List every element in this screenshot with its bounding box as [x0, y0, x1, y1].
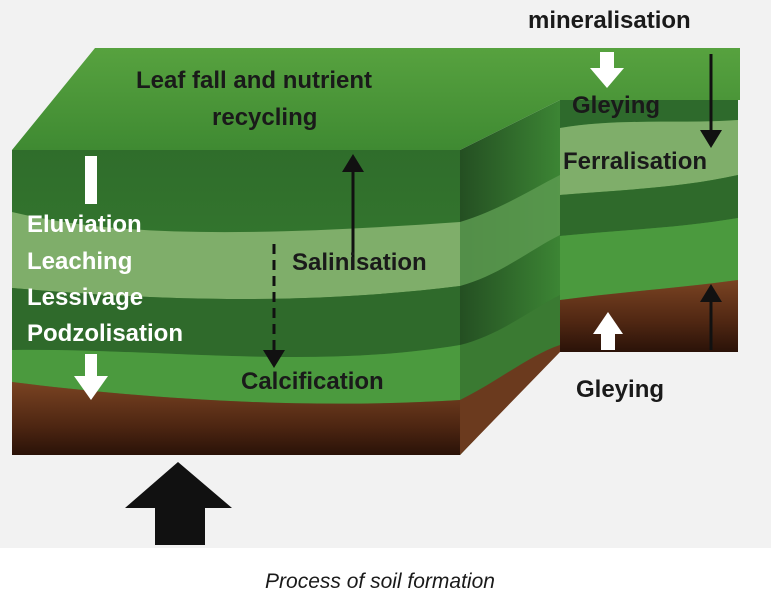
- eluviation-white-arrow: [74, 156, 108, 400]
- mineralisation-arrow: [700, 54, 722, 148]
- label-gleying-top: Gleying: [572, 92, 660, 119]
- figure-caption: Process of soil formation: [265, 570, 495, 593]
- label-leaching: Leaching: [27, 248, 132, 275]
- gleying-bottom-black-arrow: [700, 284, 722, 350]
- gleying-top-white-arrow: [590, 52, 624, 88]
- label-calcification: Calcification: [241, 368, 384, 395]
- block-top-surface: [12, 48, 740, 150]
- label-ferralisation: Ferralisation: [563, 148, 707, 175]
- label-leaf-fall-line1: Leaf fall and nutrient: [136, 67, 372, 94]
- label-eluviation: Eluviation: [27, 211, 142, 238]
- salinisation-arrow: [342, 154, 364, 270]
- label-leaf-fall-line2: recycling: [212, 104, 317, 131]
- bedrock-arrow: [125, 462, 232, 545]
- block-slope-face: [460, 100, 560, 455]
- calcification-arrow: [263, 244, 285, 368]
- label-salinisation: Salinisation: [292, 249, 427, 276]
- label-podzolisation: Podzolisation: [27, 320, 183, 347]
- label-lessivage: Lessivage: [27, 284, 143, 311]
- gleying-bottom-white-arrow: [593, 312, 623, 350]
- label-gleying-bottom: Gleying: [576, 376, 664, 403]
- label-mineralisation: mineralisation: [528, 7, 691, 34]
